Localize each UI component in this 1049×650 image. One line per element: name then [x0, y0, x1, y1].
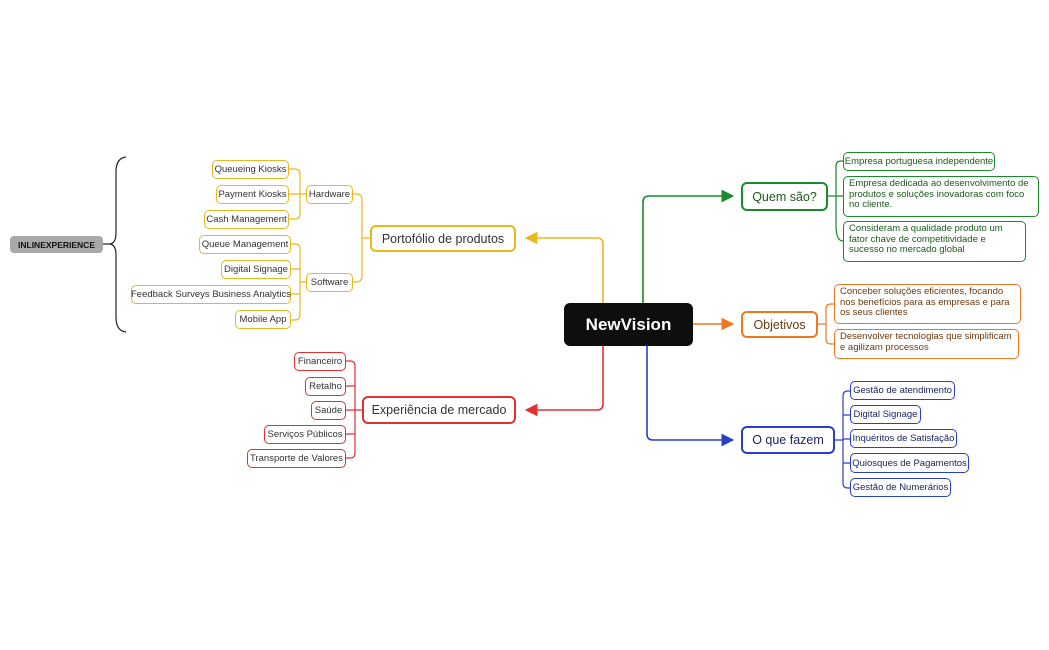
- software-item[interactable]: Queue Management: [199, 235, 291, 254]
- what-item[interactable]: Gestão de atendimento: [850, 381, 955, 400]
- edge-portfolio: [524, 231, 604, 303]
- experience-item[interactable]: Transporte de Valores: [247, 449, 346, 468]
- edge-what: [646, 346, 735, 447]
- experience-item[interactable]: Serviços Públicos: [264, 425, 346, 444]
- what-item[interactable]: Gestão de Numerários: [850, 478, 951, 497]
- topic-what[interactable]: O que fazem: [741, 426, 835, 454]
- what-item[interactable]: Digital Signage: [850, 405, 921, 424]
- central-topic[interactable]: NewVision: [564, 303, 693, 346]
- what-item[interactable]: Inquéritos de Satisfação: [850, 429, 957, 448]
- edge-who: [642, 189, 735, 303]
- subtopic-software[interactable]: Software: [306, 273, 353, 292]
- software-item[interactable]: Mobile App: [235, 310, 291, 329]
- external-bracket: [108, 156, 127, 333]
- goals-item[interactable]: Desenvolver tecnologias que simplificam …: [834, 329, 1019, 359]
- external-label-tag[interactable]: INLINEXPERIENCE: [10, 236, 103, 253]
- who-item[interactable]: Empresa dedicada ao desenvolvimento de p…: [843, 176, 1039, 217]
- subtopic-hardware[interactable]: Hardware: [306, 185, 353, 204]
- topic-portfolio[interactable]: Portofólio de produtos: [370, 225, 516, 252]
- edge-experience: [524, 346, 604, 417]
- experience-item[interactable]: Saúde: [311, 401, 346, 420]
- software-item[interactable]: Digital Signage: [221, 260, 291, 279]
- hardware-item[interactable]: Cash Management: [204, 210, 289, 229]
- what-item[interactable]: Quiosques de Pagamentos: [850, 453, 969, 473]
- topic-experience[interactable]: Experiência de mercado: [362, 396, 516, 424]
- software-item[interactable]: Feedback Surveys Business Analytics: [131, 285, 291, 304]
- experience-item[interactable]: Financeiro: [294, 352, 346, 371]
- topic-who[interactable]: Quem são?: [741, 182, 828, 211]
- hardware-item[interactable]: Payment Kiosks: [216, 185, 289, 204]
- hardware-item[interactable]: Queueing Kiosks: [212, 160, 289, 179]
- topic-goals[interactable]: Objetivos: [741, 311, 818, 338]
- who-item[interactable]: Consideram a qualidade produto um fator …: [843, 221, 1026, 262]
- goals-item[interactable]: Conceber soluções eficientes, focando no…: [834, 284, 1021, 324]
- who-item[interactable]: Empresa portuguesa independente: [843, 152, 995, 171]
- experience-item[interactable]: Retalho: [305, 377, 346, 396]
